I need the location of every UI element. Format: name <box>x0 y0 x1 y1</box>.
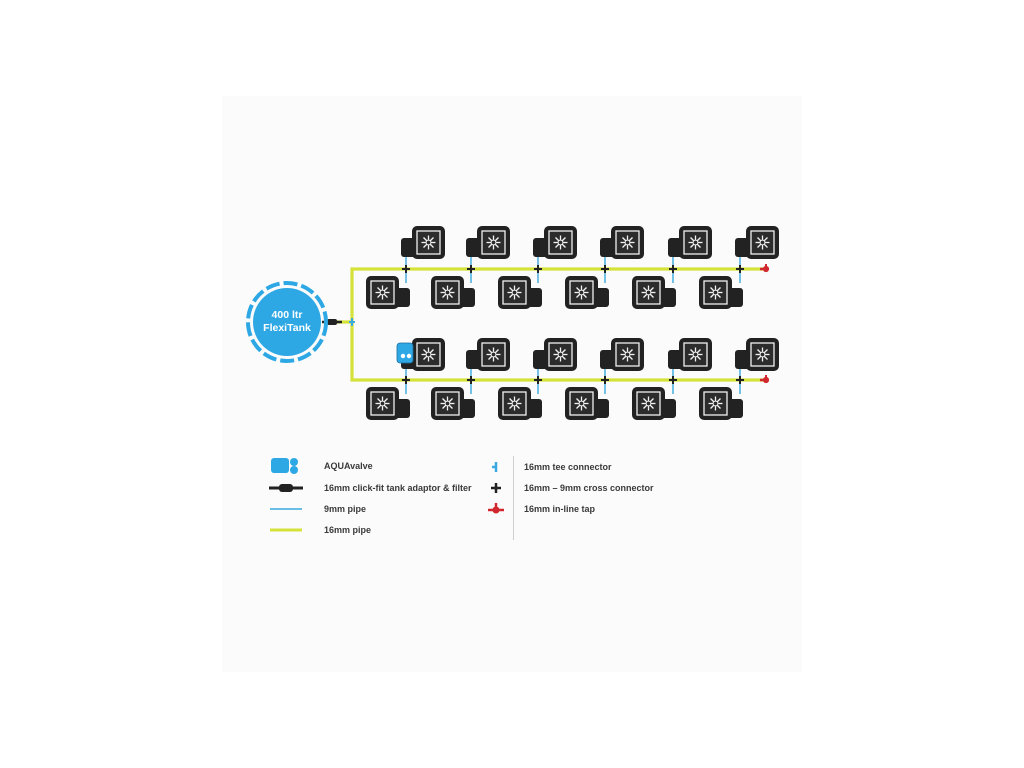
legend-label: 16mm tee connector <box>524 462 612 472</box>
legend-item-inline-tap: 16mm in-line tap <box>524 499 595 519</box>
inline-tap-icon <box>488 503 504 514</box>
inline-tap-icon <box>760 264 770 273</box>
main-pipe-16mm <box>336 267 766 382</box>
pot <box>631 386 677 421</box>
aquavalve-icon <box>396 342 414 364</box>
legend-label: 16mm pipe <box>324 525 372 535</box>
tee-connector-icon <box>349 318 355 326</box>
legend-item-16mm-pipe: 16mm pipe <box>324 520 371 540</box>
cross-connector-icon <box>491 483 501 493</box>
cross-connectors-block-a <box>402 265 744 273</box>
pot <box>465 225 511 260</box>
pot <box>430 386 476 421</box>
pot <box>532 337 578 372</box>
legend-divider <box>513 456 514 540</box>
pot <box>599 225 645 260</box>
legend-label: 9mm pipe <box>324 504 367 514</box>
pot <box>667 225 713 260</box>
legend-item-9mm-pipe: 9mm pipe <box>324 499 366 519</box>
tee-connector-icon <box>492 462 498 472</box>
pot <box>667 337 713 372</box>
legend-label: 16mm in-line tap <box>524 504 596 514</box>
legend-item-tank-adaptor: 16mm click-fit tank adaptor & filter <box>324 478 472 498</box>
legend-item-cross-connector: 16mm – 9mm cross connector <box>524 478 654 498</box>
pot-row-a-bottom <box>365 275 744 310</box>
pot <box>734 225 780 260</box>
legend-label: 16mm – 9mm cross connector <box>524 483 654 493</box>
pot <box>532 225 578 260</box>
pot <box>430 275 476 310</box>
pot <box>698 386 744 421</box>
diagram-panel <box>222 96 802 672</box>
pot <box>698 275 744 310</box>
pot-row-b-top <box>400 337 780 372</box>
pot <box>497 386 543 421</box>
pot <box>465 337 511 372</box>
pot-row-a-top <box>400 225 780 260</box>
legend-item-aquavalve: AQUAvalve <box>324 456 373 476</box>
legend-item-tee-connector: 16mm tee connector <box>524 457 612 477</box>
pot <box>631 275 677 310</box>
legend-label: AQUAvalve <box>324 461 373 471</box>
legend-symbols <box>269 458 504 532</box>
pot <box>365 386 411 421</box>
inline-tap-icon <box>760 375 770 384</box>
tank-label-line1: 400 ltr <box>272 309 303 321</box>
tank-adaptor-filter-icon <box>269 484 303 492</box>
pot <box>497 275 543 310</box>
pot <box>564 386 610 421</box>
pot <box>564 275 610 310</box>
pot <box>400 225 446 260</box>
cross-connectors-block-b <box>402 376 744 384</box>
pot <box>365 275 411 310</box>
aquavalve-icon <box>271 458 298 474</box>
pot-row-b-bottom <box>365 386 744 421</box>
flexitank: 400 ltr FlexiTank <box>246 281 328 363</box>
pot <box>599 337 645 372</box>
pot <box>734 337 780 372</box>
tank-label-line2: FlexiTank <box>263 322 311 334</box>
legend-label: 16mm click-fit tank adaptor & filter <box>324 483 472 493</box>
